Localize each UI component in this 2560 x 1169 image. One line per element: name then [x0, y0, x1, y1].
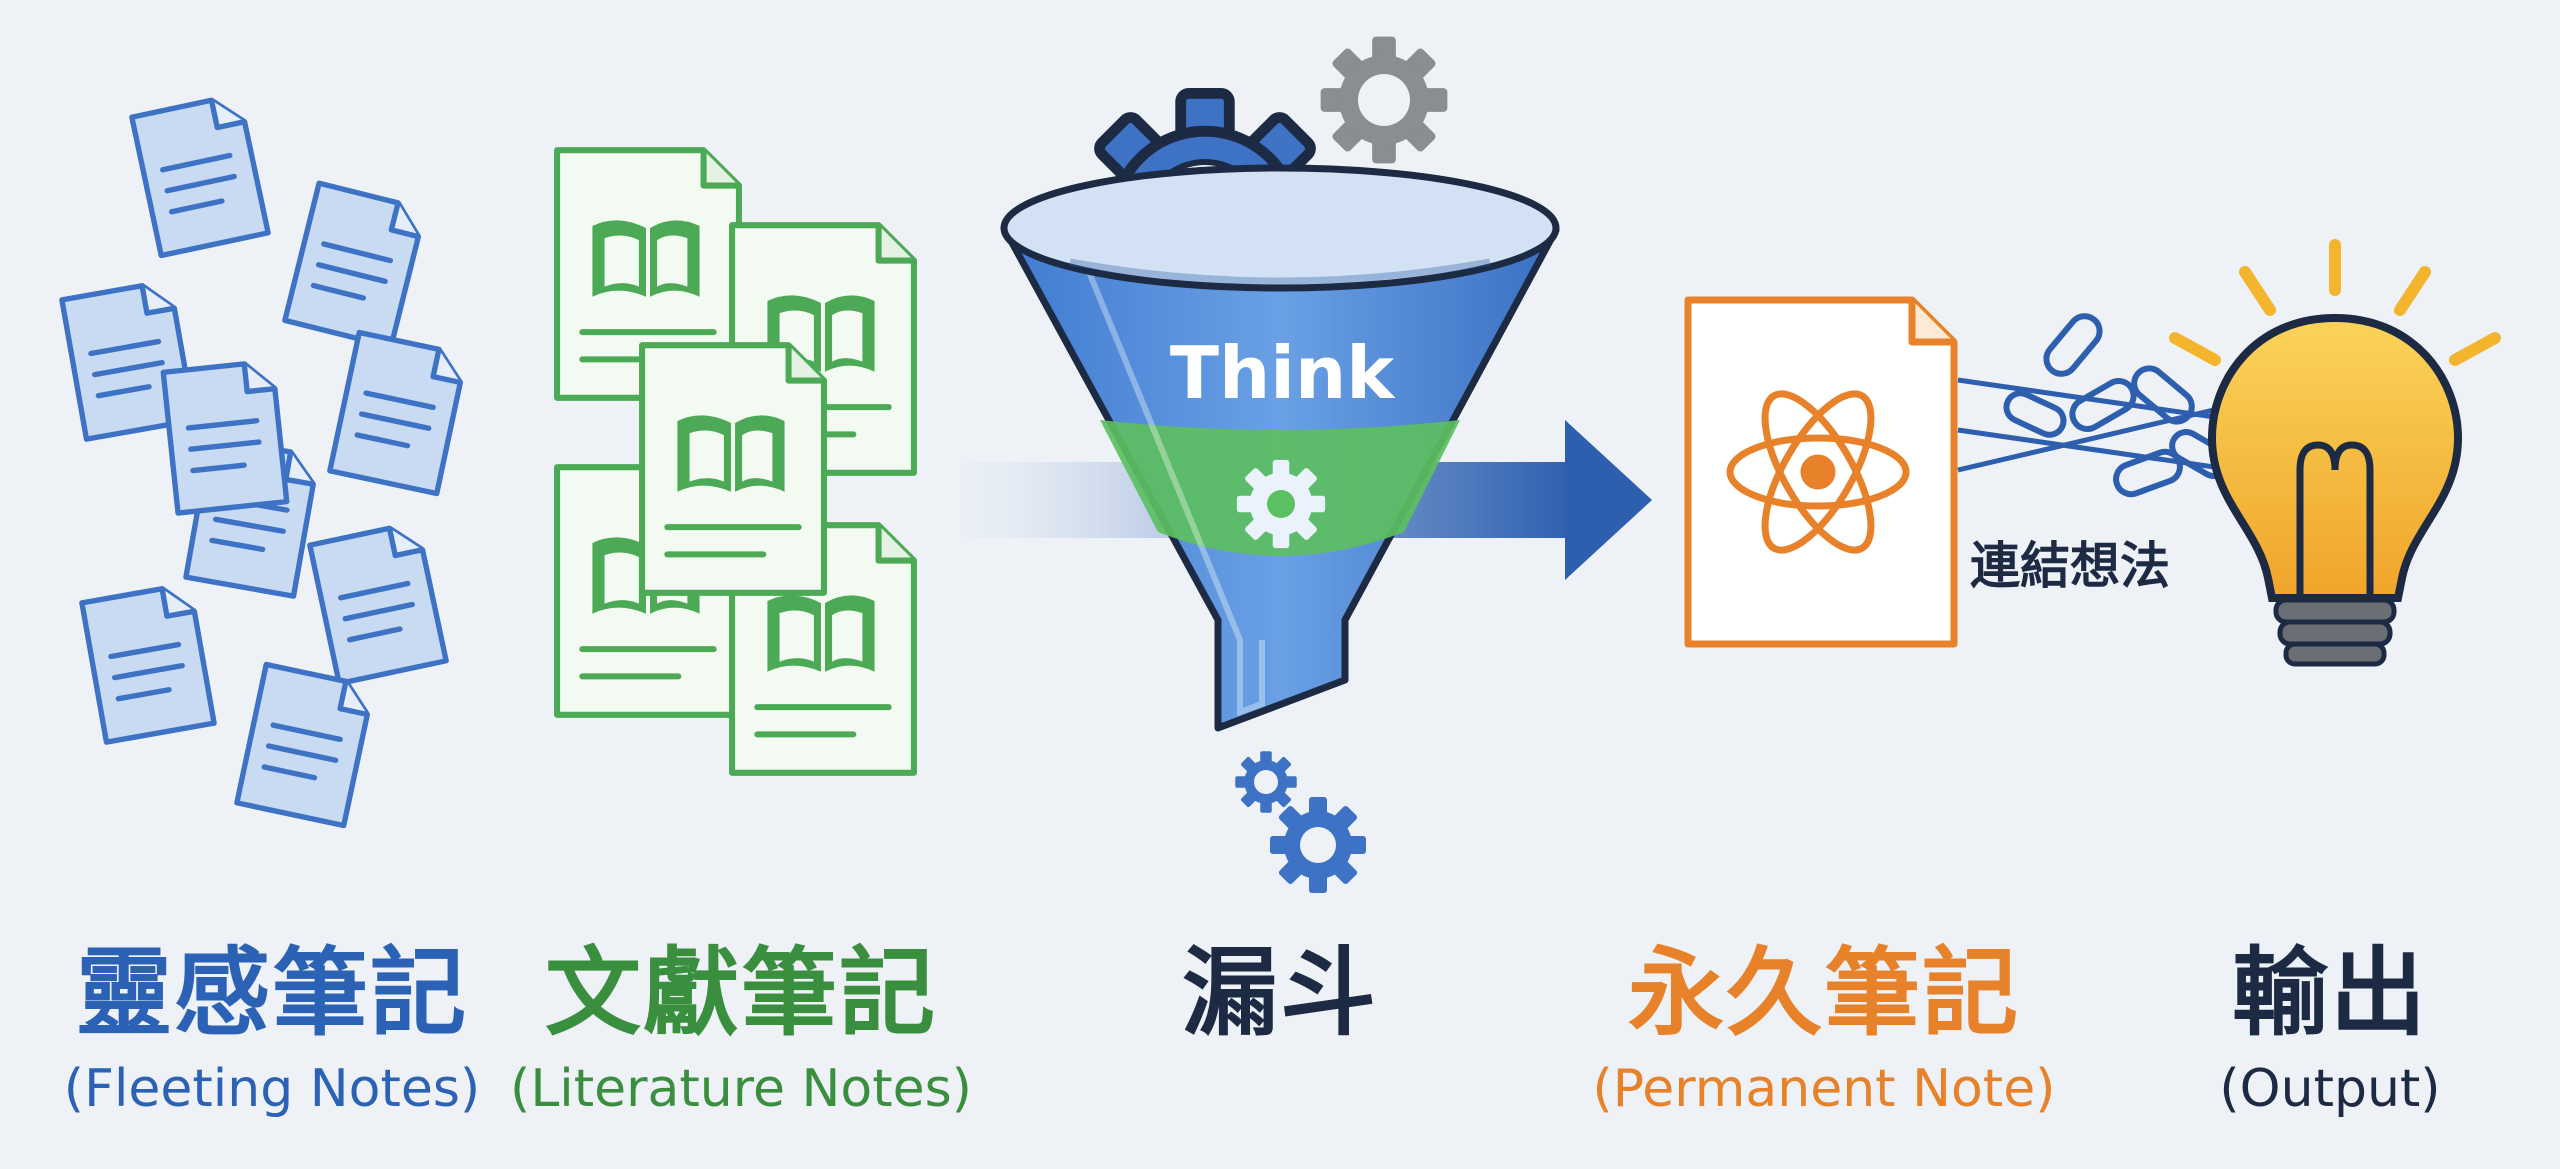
lightbulb-icon [2169, 239, 2501, 667]
chain-link-icon [1957, 313, 2236, 498]
caption-literature-zh: 文獻筆記 [545, 937, 937, 1049]
funnel-think-label: Think [1170, 331, 1396, 415]
caption-funnel-zh: 漏斗 [1182, 937, 1378, 1049]
atom-icon [1726, 390, 1910, 554]
caption-permanent-zh: 永久筆記 [1628, 937, 2020, 1049]
caption-fleeting-notes: 靈感筆記 (Fleeting Notes) [0, 945, 582, 1115]
caption-output-en: (Output) [2219, 1059, 2441, 1119]
caption-fleeting-en: (Fleeting Notes) [63, 1059, 481, 1119]
caption-funnel: 漏斗 [970, 945, 1590, 1063]
permanent-note-icon [1684, 296, 1958, 648]
literature-notes-icon [557, 150, 914, 773]
caption-output: 輸出 (Output) [2020, 945, 2560, 1115]
funnel-icon [1000, 164, 1560, 732]
caption-literature-notes: 文獻筆記 (Literature Notes) [431, 945, 1051, 1115]
caption-permanent-en: (Permanent Note) [1592, 1059, 2056, 1119]
caption-fleeting-zh: 靈感筆記 [76, 937, 468, 1049]
caption-permanent-note: 永久筆記 (Permanent Note) [1514, 945, 2134, 1115]
fleeting-notes-icon [62, 94, 466, 825]
caption-literature-en: (Literature Notes) [510, 1059, 972, 1119]
connect-ideas-label: 連結想法 [1970, 537, 2170, 595]
caption-output-zh: 輸出 [2232, 937, 2428, 1049]
